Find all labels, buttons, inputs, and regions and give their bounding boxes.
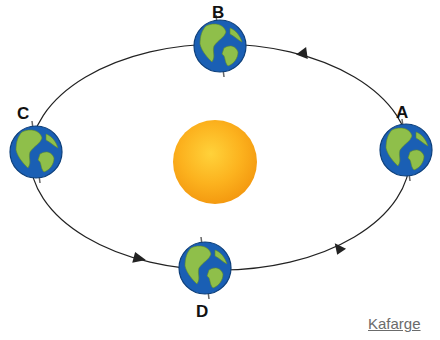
earth xyxy=(194,15,246,77)
earth xyxy=(179,237,231,299)
watermark: Kafarge xyxy=(368,316,421,331)
sun xyxy=(173,120,257,204)
position-label: D xyxy=(196,303,208,320)
orbit-arrow xyxy=(333,243,346,256)
orbit-arrow xyxy=(132,252,147,265)
orbit-path xyxy=(30,44,410,270)
position-label: C xyxy=(17,105,29,122)
earth xyxy=(10,121,62,183)
earth xyxy=(380,119,432,181)
position-label: B xyxy=(212,4,224,21)
orbit-arrow xyxy=(295,47,308,60)
position-label: A xyxy=(396,104,408,121)
